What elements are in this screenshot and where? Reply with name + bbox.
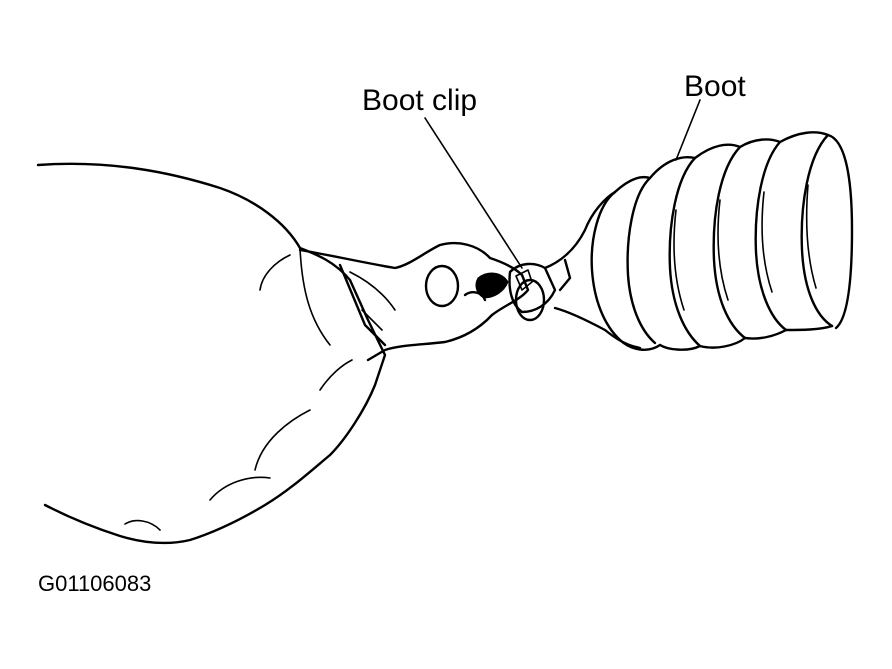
pliers (298, 241, 530, 362)
boot-clip-leader-line (424, 117, 523, 269)
boot-clip-label: Boot clip (362, 84, 478, 117)
figure-code: G01106083 (38, 571, 152, 596)
hand (36, 162, 387, 545)
boot-label: Boot (684, 70, 746, 103)
boot-clip (508, 262, 557, 322)
boot (543, 131, 854, 351)
boot-leader-line (675, 99, 701, 161)
